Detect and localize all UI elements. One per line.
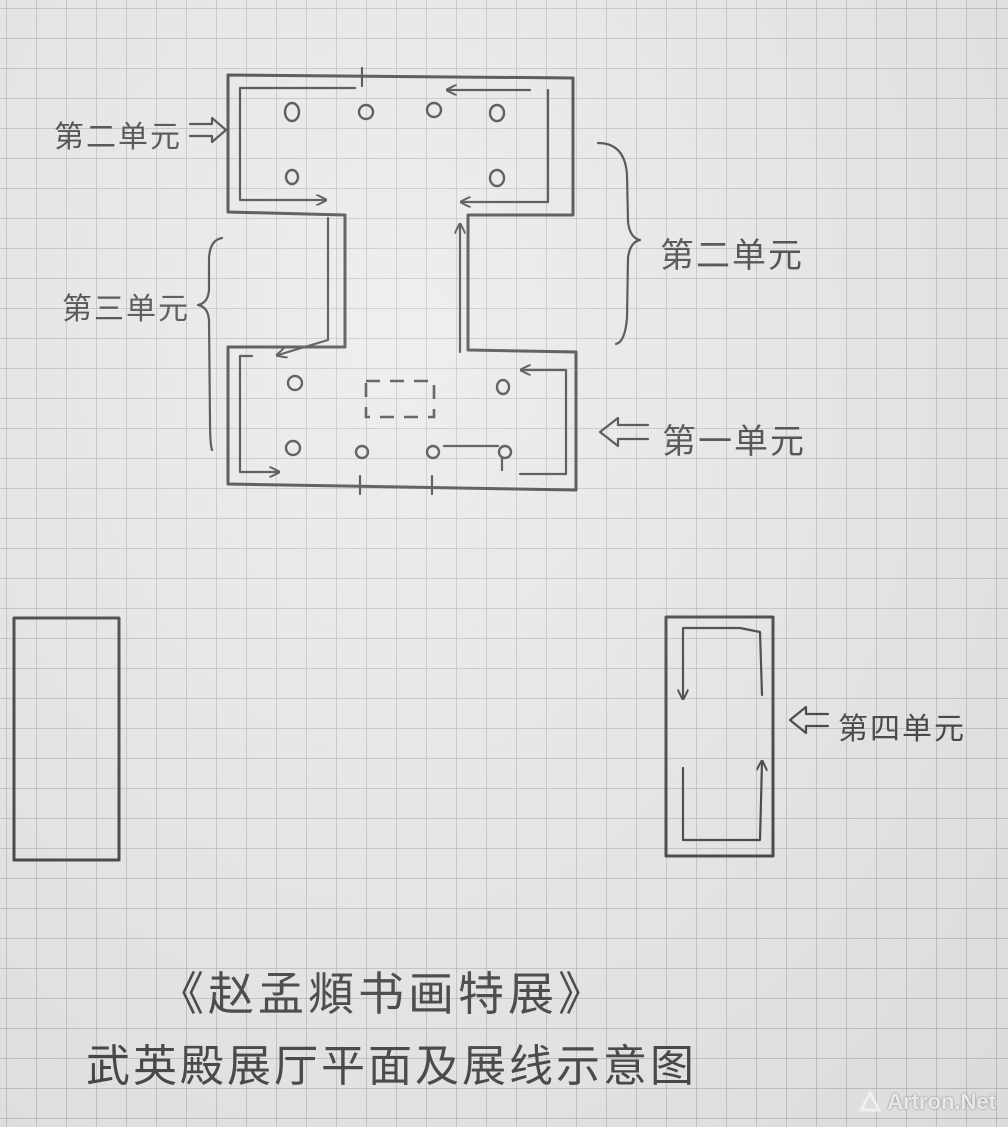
label-unit2-right: 第二单元 bbox=[660, 236, 804, 276]
route-unit1 bbox=[518, 370, 568, 476]
main-hall-outer-wall bbox=[226, 73, 578, 492]
label-unit1: 第一单元 bbox=[662, 422, 806, 462]
route-unit4-bottom bbox=[681, 762, 762, 842]
brace-unit2-right bbox=[596, 141, 642, 346]
brace-unit3-left bbox=[196, 236, 224, 452]
unit4-pointer-arrow bbox=[788, 705, 830, 735]
center-dashed-area bbox=[364, 379, 436, 419]
route-unit2-top-left bbox=[238, 86, 357, 200]
label-unit2-left: 第二单元 bbox=[54, 120, 182, 155]
diagram-caption: 武英殿展厅平面及展线示意图 bbox=[86, 1041, 697, 1092]
pillars bbox=[283, 101, 513, 460]
route-unit4-top bbox=[683, 626, 742, 698]
east-side-hall-outer bbox=[664, 615, 775, 858]
exhibition-title: 《赵孟頫书画特展》 bbox=[158, 967, 608, 1021]
route-unit3-bottom-left bbox=[238, 354, 278, 472]
route-unit3-left-corridor bbox=[278, 216, 330, 355]
route-unit4-right bbox=[738, 626, 764, 697]
label-unit4: 第四单元 bbox=[838, 712, 966, 747]
artron-logo-icon bbox=[858, 1089, 882, 1113]
watermark: Artron.Net bbox=[858, 1089, 996, 1115]
unit1-pointer-arrow bbox=[598, 416, 650, 448]
unit2-left-pointer-arrow bbox=[188, 116, 228, 144]
west-side-hall bbox=[12, 616, 121, 862]
label-unit3: 第三单元 bbox=[62, 292, 190, 327]
route-unit2-top-right bbox=[462, 88, 550, 202]
watermark-text: Artron.Net bbox=[887, 1089, 996, 1114]
